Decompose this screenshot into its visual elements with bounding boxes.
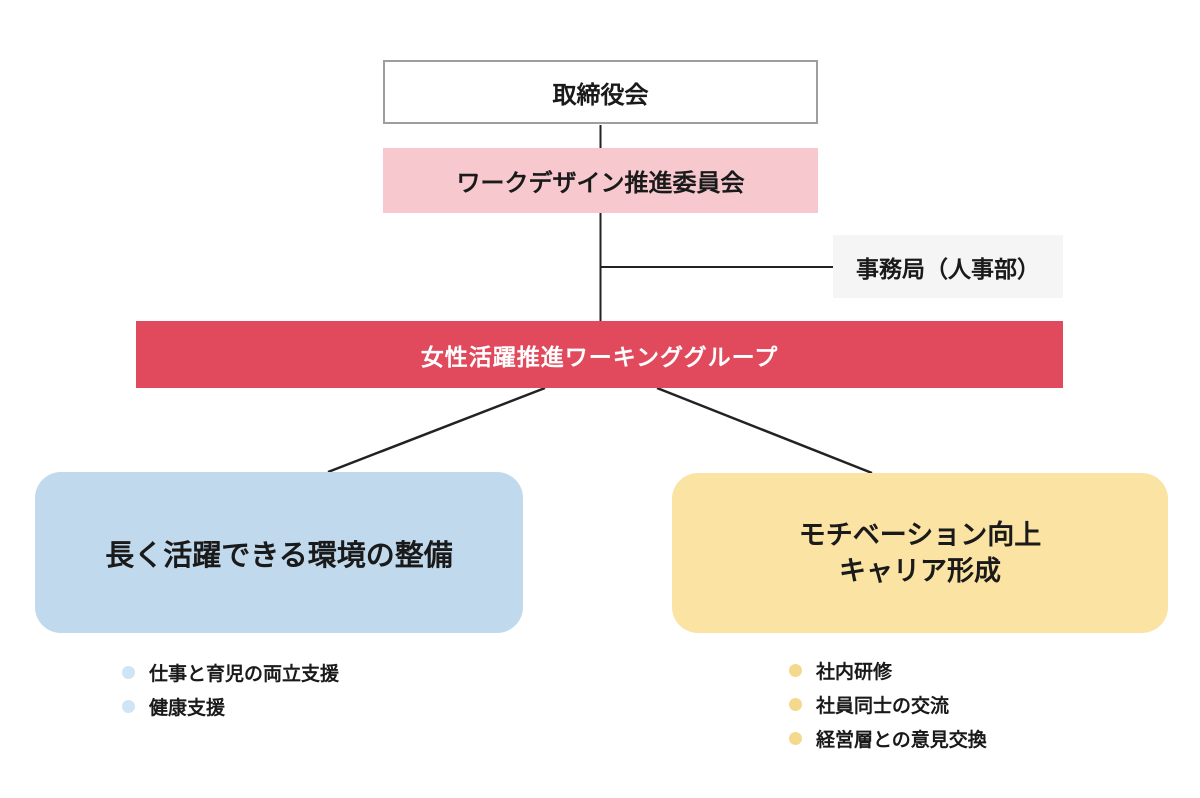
node-env-group-label: 長く活躍できる環境の整備 xyxy=(105,539,453,572)
list-item: 社内研修 xyxy=(789,657,987,684)
node-motivation-group-label: モチベーション向上 キャリア形成 xyxy=(799,517,1041,589)
node-motivation-group: モチベーション向上 キャリア形成 xyxy=(672,473,1168,633)
node-board-of-directors: 取締役会 xyxy=(383,60,818,124)
motivation-label-line2: キャリア形成 xyxy=(839,556,1001,586)
connector-to-env-group xyxy=(327,386,546,474)
node-secretariat-label: 事務局（人事部） xyxy=(856,255,1040,282)
env-group-bullet-list: 仕事と育児の両立支援 健康支援 xyxy=(122,659,339,727)
motivation-group-bullet-list: 社内研修 社員同士の交流 経営層との意見交換 xyxy=(789,657,987,759)
bullet-dot-icon xyxy=(789,664,802,677)
bullet-text: 経営層との意見交換 xyxy=(816,730,987,751)
bullet-text: 社員同士の交流 xyxy=(816,696,950,717)
node-workdesign-committee: ワークデザイン推進委員会 xyxy=(383,148,818,213)
list-item: 健康支援 xyxy=(122,693,339,720)
bullet-dot-icon xyxy=(789,698,802,711)
node-women-advancement-working-group: 女性活躍推進ワーキンググループ xyxy=(136,321,1063,388)
node-board-label: 取締役会 xyxy=(552,81,649,109)
bullet-dot-icon xyxy=(122,700,135,713)
bullet-text: 健康支援 xyxy=(149,698,226,719)
list-item: 経営層との意見交換 xyxy=(789,725,987,752)
bullet-dot-icon xyxy=(122,666,135,679)
node-committee-label: ワークデザイン推進委員会 xyxy=(456,170,745,197)
connector-to-motivation-group xyxy=(656,386,873,475)
bullet-text: 社内研修 xyxy=(816,662,893,683)
node-secretariat-hr: 事務局（人事部） xyxy=(833,235,1063,298)
motivation-label-line1: モチベーション向上 xyxy=(798,520,1042,550)
node-working-group-label: 女性活躍推進ワーキンググループ xyxy=(420,343,779,370)
bullet-text: 仕事と育児の両立支援 xyxy=(149,664,340,685)
list-item: 社員同士の交流 xyxy=(789,691,987,718)
node-env-group: 長く活躍できる環境の整備 xyxy=(35,472,523,633)
list-item: 仕事と育児の両立支援 xyxy=(122,659,339,686)
bullet-dot-icon xyxy=(789,732,802,745)
